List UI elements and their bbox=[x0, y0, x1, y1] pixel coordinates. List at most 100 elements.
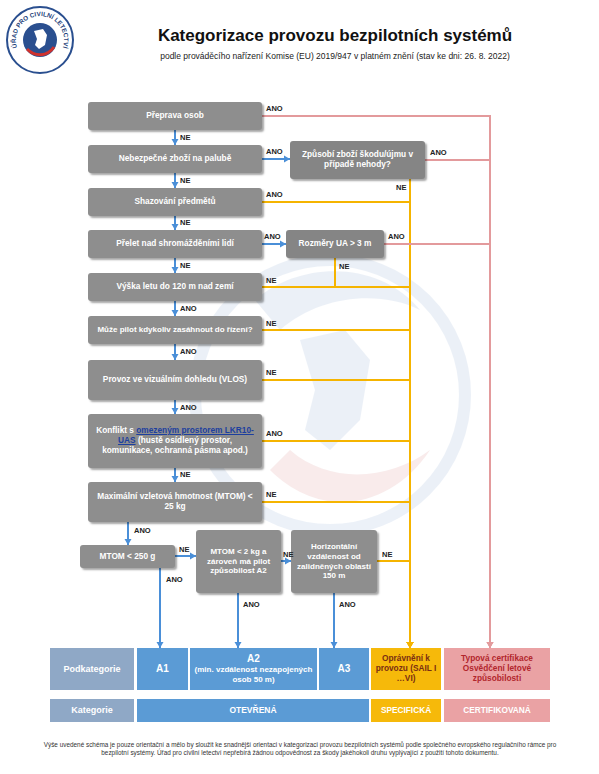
node-text-block: Typová certifikaceOsvědčení letové způso… bbox=[448, 654, 546, 684]
logo-lettering: ÚŘAD PRO CIVILNÍ LETECTVÍ bbox=[9, 10, 70, 50]
node-text: Konflikt s bbox=[96, 425, 134, 435]
decision-box: Provoz ve vizuálním dohledu (VLOS) bbox=[88, 360, 262, 400]
connector-line bbox=[262, 330, 410, 648]
subcategory-cell: Typová certifikaceOsvědčení letové způso… bbox=[444, 648, 550, 690]
logo-swoosh bbox=[27, 47, 54, 55]
edge-label: NE bbox=[180, 261, 190, 270]
connector bbox=[262, 156, 290, 163]
edge-label: ANO bbox=[166, 575, 183, 584]
disclaimer-caption: Výše uvedené schéma je pouze orientační … bbox=[40, 741, 560, 758]
edge-label: ANO bbox=[180, 304, 197, 313]
subcategory-cell: A1 bbox=[137, 648, 188, 690]
connector bbox=[262, 202, 414, 648]
connector-line bbox=[262, 502, 410, 648]
node-text-block: OTEVŘENÁ bbox=[229, 705, 276, 715]
edge-label: ANO bbox=[266, 147, 283, 156]
edge-label: NE bbox=[266, 490, 276, 499]
node-text: A2 bbox=[194, 653, 313, 665]
node-text: Maximální vzletová hmotnost (MTOM) < 25 … bbox=[92, 492, 258, 512]
logo-ring bbox=[7, 7, 73, 73]
edge-label: NE bbox=[266, 319, 276, 328]
connector bbox=[172, 258, 179, 273]
edge-label: ANO bbox=[266, 429, 283, 438]
node-text: Přeprava osob bbox=[146, 111, 204, 121]
logo-center bbox=[23, 23, 57, 57]
edge-label: ANO bbox=[430, 148, 447, 157]
node-text-block: A1 bbox=[156, 663, 169, 675]
node-text: OTEVŘENÁ bbox=[229, 705, 276, 715]
node-text: SPECIFICKÁ bbox=[381, 706, 431, 716]
node-text-block: CERTIFIKOVANÁ bbox=[463, 706, 531, 716]
connector-line bbox=[262, 287, 410, 648]
connector-line bbox=[262, 441, 410, 648]
decision-box: Rozměry UA > 3 m bbox=[286, 230, 384, 258]
node-text-block: Rozměry UA > 3 m bbox=[299, 239, 372, 249]
node-text-block: Konflikt s omezeným prostorem LKR10-UAS … bbox=[92, 426, 258, 456]
connector-line bbox=[262, 202, 410, 648]
node-text: Rozměry UA > 3 m bbox=[299, 239, 372, 249]
edge-label: ANO bbox=[134, 526, 151, 535]
connector bbox=[125, 522, 132, 545]
connector bbox=[384, 244, 494, 648]
edge-label: NE bbox=[180, 218, 190, 227]
watermark-lion bbox=[300, 330, 370, 450]
node-text-block: Shazování předmětů bbox=[134, 197, 215, 207]
node-text: Způsobí zboží škodu/újmu v případě nehod… bbox=[294, 150, 421, 170]
decision-box: Přeprava osob bbox=[88, 102, 262, 130]
node-text-block: Horizontální vzdálenost od zalidněných o… bbox=[295, 542, 373, 580]
edge-label: NE bbox=[266, 276, 276, 285]
logo-lion bbox=[34, 29, 47, 49]
decision-box: Maximální vzletová hmotnost (MTOM) < 25 … bbox=[88, 482, 262, 522]
edge-label: NE bbox=[180, 133, 190, 142]
node-text-block: Provoz ve vizuálním dohledu (VLOS) bbox=[103, 375, 247, 385]
connector-line bbox=[425, 160, 490, 648]
connector bbox=[262, 502, 414, 648]
connector-line bbox=[384, 244, 490, 648]
node-text: Typová certifikace bbox=[448, 654, 546, 664]
connector bbox=[172, 130, 179, 145]
edge-label: ANO bbox=[180, 403, 197, 412]
edge-label: ANO bbox=[339, 600, 356, 609]
node-text: Shazování předmětů bbox=[134, 197, 215, 207]
diagram-title: Kategorizace provozu bezpilotních systém… bbox=[90, 26, 580, 46]
edge-label: NE bbox=[180, 176, 190, 185]
connector-line bbox=[377, 561, 410, 648]
edge-label: ANO bbox=[266, 104, 283, 113]
node-text: Kategorie bbox=[71, 705, 113, 716]
node-text: MTOM < 2 kg a zároveň má pilot způsobilo… bbox=[200, 547, 277, 576]
connector-line bbox=[237, 593, 239, 648]
decision-box: MTOM < 2 kg a zároveň má pilot způsobilo… bbox=[196, 530, 281, 593]
edge-label: NE bbox=[179, 545, 189, 554]
connector bbox=[172, 301, 179, 316]
edge-label: NE bbox=[266, 368, 276, 377]
decision-box: Způsobí zboží škodu/újmu v případě nehod… bbox=[290, 141, 425, 179]
connector bbox=[377, 561, 414, 648]
node-text-block: SPECIFICKÁ bbox=[381, 706, 431, 716]
subcategory-cell: Oprávnění k provozu (SAIL I …VI) bbox=[371, 648, 441, 690]
node-text-block: A2(min. vzdálenost nezapojených osob 50 … bbox=[194, 653, 313, 684]
edge-label: ANO bbox=[266, 190, 283, 199]
connector bbox=[172, 400, 179, 414]
decision-box: Nebezpečné zboží na palubě bbox=[88, 145, 262, 173]
node-text-block: Kategorie bbox=[71, 705, 113, 716]
node-text-block: Nebezpečné zboží na palubě bbox=[119, 154, 232, 164]
edge-label: ANO bbox=[243, 600, 260, 609]
edge-label: ANO bbox=[264, 232, 281, 241]
connector bbox=[172, 216, 179, 230]
node-text: Osvědčení letové způsobilosti bbox=[448, 664, 546, 684]
subcategory-cell: A3 bbox=[319, 648, 369, 690]
node-text-block: Oprávnění k provozu (SAIL I …VI) bbox=[375, 654, 437, 684]
node-text: (min. vzdálenost nezapojených osob 50 m) bbox=[194, 665, 313, 684]
category-cell: OTEVŘENÁ bbox=[137, 699, 369, 722]
category-cell: SPECIFICKÁ bbox=[371, 699, 441, 722]
connector-line bbox=[262, 380, 410, 648]
connector bbox=[172, 344, 179, 360]
node-text-block: A3 bbox=[338, 663, 351, 675]
node-text: Podkategorie bbox=[63, 664, 120, 675]
decision-box: Přelet nad shromážděními lidí bbox=[88, 230, 262, 258]
node-text: Přelet nad shromážděními lidí bbox=[116, 239, 234, 249]
connector bbox=[172, 173, 179, 188]
node-text-block: Způsobí zboží škodu/újmu v případě nehod… bbox=[294, 150, 421, 170]
authority-logo: ÚŘAD PRO CIVILNÍ LETECTVÍ bbox=[5, 5, 75, 75]
